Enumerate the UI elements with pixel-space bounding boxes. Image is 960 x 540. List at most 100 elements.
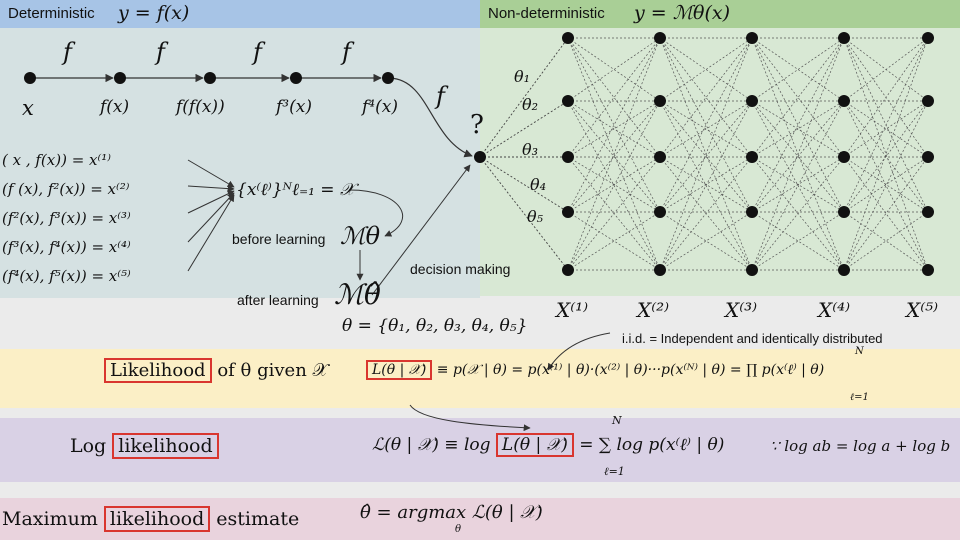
nondeterministic-header-band: [480, 0, 960, 28]
log-boxed-word: likelihood: [112, 433, 219, 459]
network-node-l3-r5: [746, 264, 758, 276]
prod-upper-limit: N: [855, 346, 864, 357]
network-edge: [843, 100, 929, 271]
network-edge: [843, 100, 929, 213]
pair-2: (f (x), f²(x)) = x⁽²⁾: [2, 180, 130, 198]
layer-label-3: X⁽³⁾: [725, 298, 758, 322]
network-edge: [659, 37, 753, 213]
node-label-ffx: f(f(x)): [176, 97, 225, 117]
mle-label: Maximum likelihood estimate: [2, 506, 299, 532]
network-node-l2-r2: [654, 95, 666, 107]
before-learning-symbol: ℳθ: [340, 222, 381, 250]
network-node-l3-r1: [746, 32, 758, 44]
network-edge: [843, 37, 929, 158]
network-edge: [843, 156, 929, 213]
network-edge: [843, 37, 929, 271]
mle-band: [0, 498, 960, 540]
deterministic-panel: [0, 28, 480, 298]
network-node-l3-r4: [746, 206, 758, 218]
network-edge: [751, 37, 845, 213]
iid-arrow: [547, 332, 611, 371]
nondeterministic-formula: y = ℳθ(x): [634, 2, 731, 24]
input-edge-4: [479, 156, 569, 213]
deterministic-header-band: [0, 0, 480, 28]
log-likelihood-formula: ℒ(θ | 𝒳) ≡ log L(θ | 𝒳) = ∑ log p(x⁽ℓ⁾ |…: [372, 433, 724, 457]
network-edge: [843, 211, 929, 271]
network-edge: [567, 37, 661, 213]
mle-prefix: Maximum: [2, 508, 98, 530]
network-edge: [567, 100, 661, 271]
input-edge-1: [479, 37, 569, 158]
network-edge: [567, 37, 661, 158]
deterministic-label: Deterministic: [8, 5, 95, 22]
edge-label-1: f: [63, 38, 72, 66]
pair-5: (f⁴(x), f⁵(x)) = x⁽⁵⁾: [2, 267, 131, 285]
network-edge: [567, 37, 661, 102]
chain-node-fx: [114, 72, 126, 84]
network-edge: [843, 156, 929, 213]
question-mark: ?: [470, 110, 484, 140]
network-edge: [751, 37, 845, 102]
network-edge: [567, 156, 661, 271]
network-edge: [751, 37, 845, 158]
decision-arrow: [371, 164, 471, 296]
network-node-l2-r1: [654, 32, 666, 44]
sum-upper-limit: N: [612, 414, 622, 427]
before-learning-label: before learning: [232, 231, 326, 247]
edge-label-5: f: [436, 82, 445, 110]
node-label-f4x: f⁴(x): [362, 97, 398, 117]
nondeterministic-panel: [480, 28, 960, 296]
nondeterministic-label: Non-deterministic: [488, 5, 605, 22]
network-edge: [659, 37, 753, 213]
network-edge: [567, 37, 661, 102]
deterministic-formula: y = f(x): [118, 2, 190, 24]
likelihood-label: Likelihood of θ given 𝒳: [104, 358, 328, 383]
network-edge: [659, 100, 753, 158]
pair-1: ( x , f(x)) = x⁽¹⁾: [2, 151, 111, 169]
network-edges: [479, 37, 929, 271]
network-edge: [751, 100, 845, 158]
mle-boxed-word: likelihood: [103, 506, 211, 532]
network-edge: [659, 37, 753, 271]
network-edge: [843, 100, 929, 158]
network-edge: [567, 156, 661, 213]
network-node-l1-r1: [562, 32, 574, 44]
network-node-l3-r2: [746, 95, 758, 107]
network-edge: [751, 100, 845, 213]
network-edge: [659, 156, 753, 213]
chain-node-f4x: [382, 72, 394, 84]
network-edge: [659, 37, 753, 102]
chain-layer: [24, 72, 486, 163]
likelihood-boxed-lhs: L(θ | 𝒳): [366, 360, 433, 380]
layer-label-2: X⁽²⁾: [637, 298, 670, 322]
network-node-l4-r4: [838, 206, 850, 218]
network-edge: [751, 156, 845, 271]
pair-4: (f³(x), f⁴(x)) = x⁽⁴⁾: [2, 238, 131, 256]
network-node-l3-r3: [746, 151, 758, 163]
network-edge: [751, 37, 845, 213]
node-label-fx: f(x): [100, 97, 130, 117]
chain-node-x: [24, 72, 36, 84]
network-nodes: [562, 32, 934, 276]
theta-5: θ₅: [527, 207, 544, 226]
mle-formula: θ̂ = argmax ℒ(θ | 𝒳): [360, 502, 543, 523]
log-formula-lhs: ℒ(θ | 𝒳) ≡ log: [372, 435, 491, 455]
network-node-l2-r3: [654, 151, 666, 163]
network-node-l1-r4: [562, 206, 574, 218]
pair-arrows: [187, 159, 611, 432]
layer-label-4: X⁽⁴⁾: [818, 298, 851, 322]
argmax-subscript: θ: [455, 524, 462, 535]
likelihood-formula: L(θ | 𝒳) ≡ p(𝒳 | θ) = p(x⁽¹⁾ | θ)·(x⁽²⁾ …: [366, 360, 824, 380]
network-edge: [843, 37, 929, 213]
prod-lower-limit: ℓ=1: [850, 392, 869, 403]
network-node-l5-r1: [922, 32, 934, 44]
after-learning-label: after learning: [237, 292, 319, 308]
log-prefix: Log: [70, 435, 107, 457]
network-node-l5-r3: [922, 151, 934, 163]
dataset-formula: {x⁽ℓ⁾}ᴺℓ₌₁ = 𝒳: [236, 180, 355, 200]
pair-3: (f²(x), f³(x)) = x⁽³⁾: [2, 209, 131, 227]
network-edge: [843, 156, 929, 271]
sum-lower-limit: ℓ=1: [604, 465, 625, 478]
after-learning-symbol: ℳθ̂: [334, 278, 381, 311]
